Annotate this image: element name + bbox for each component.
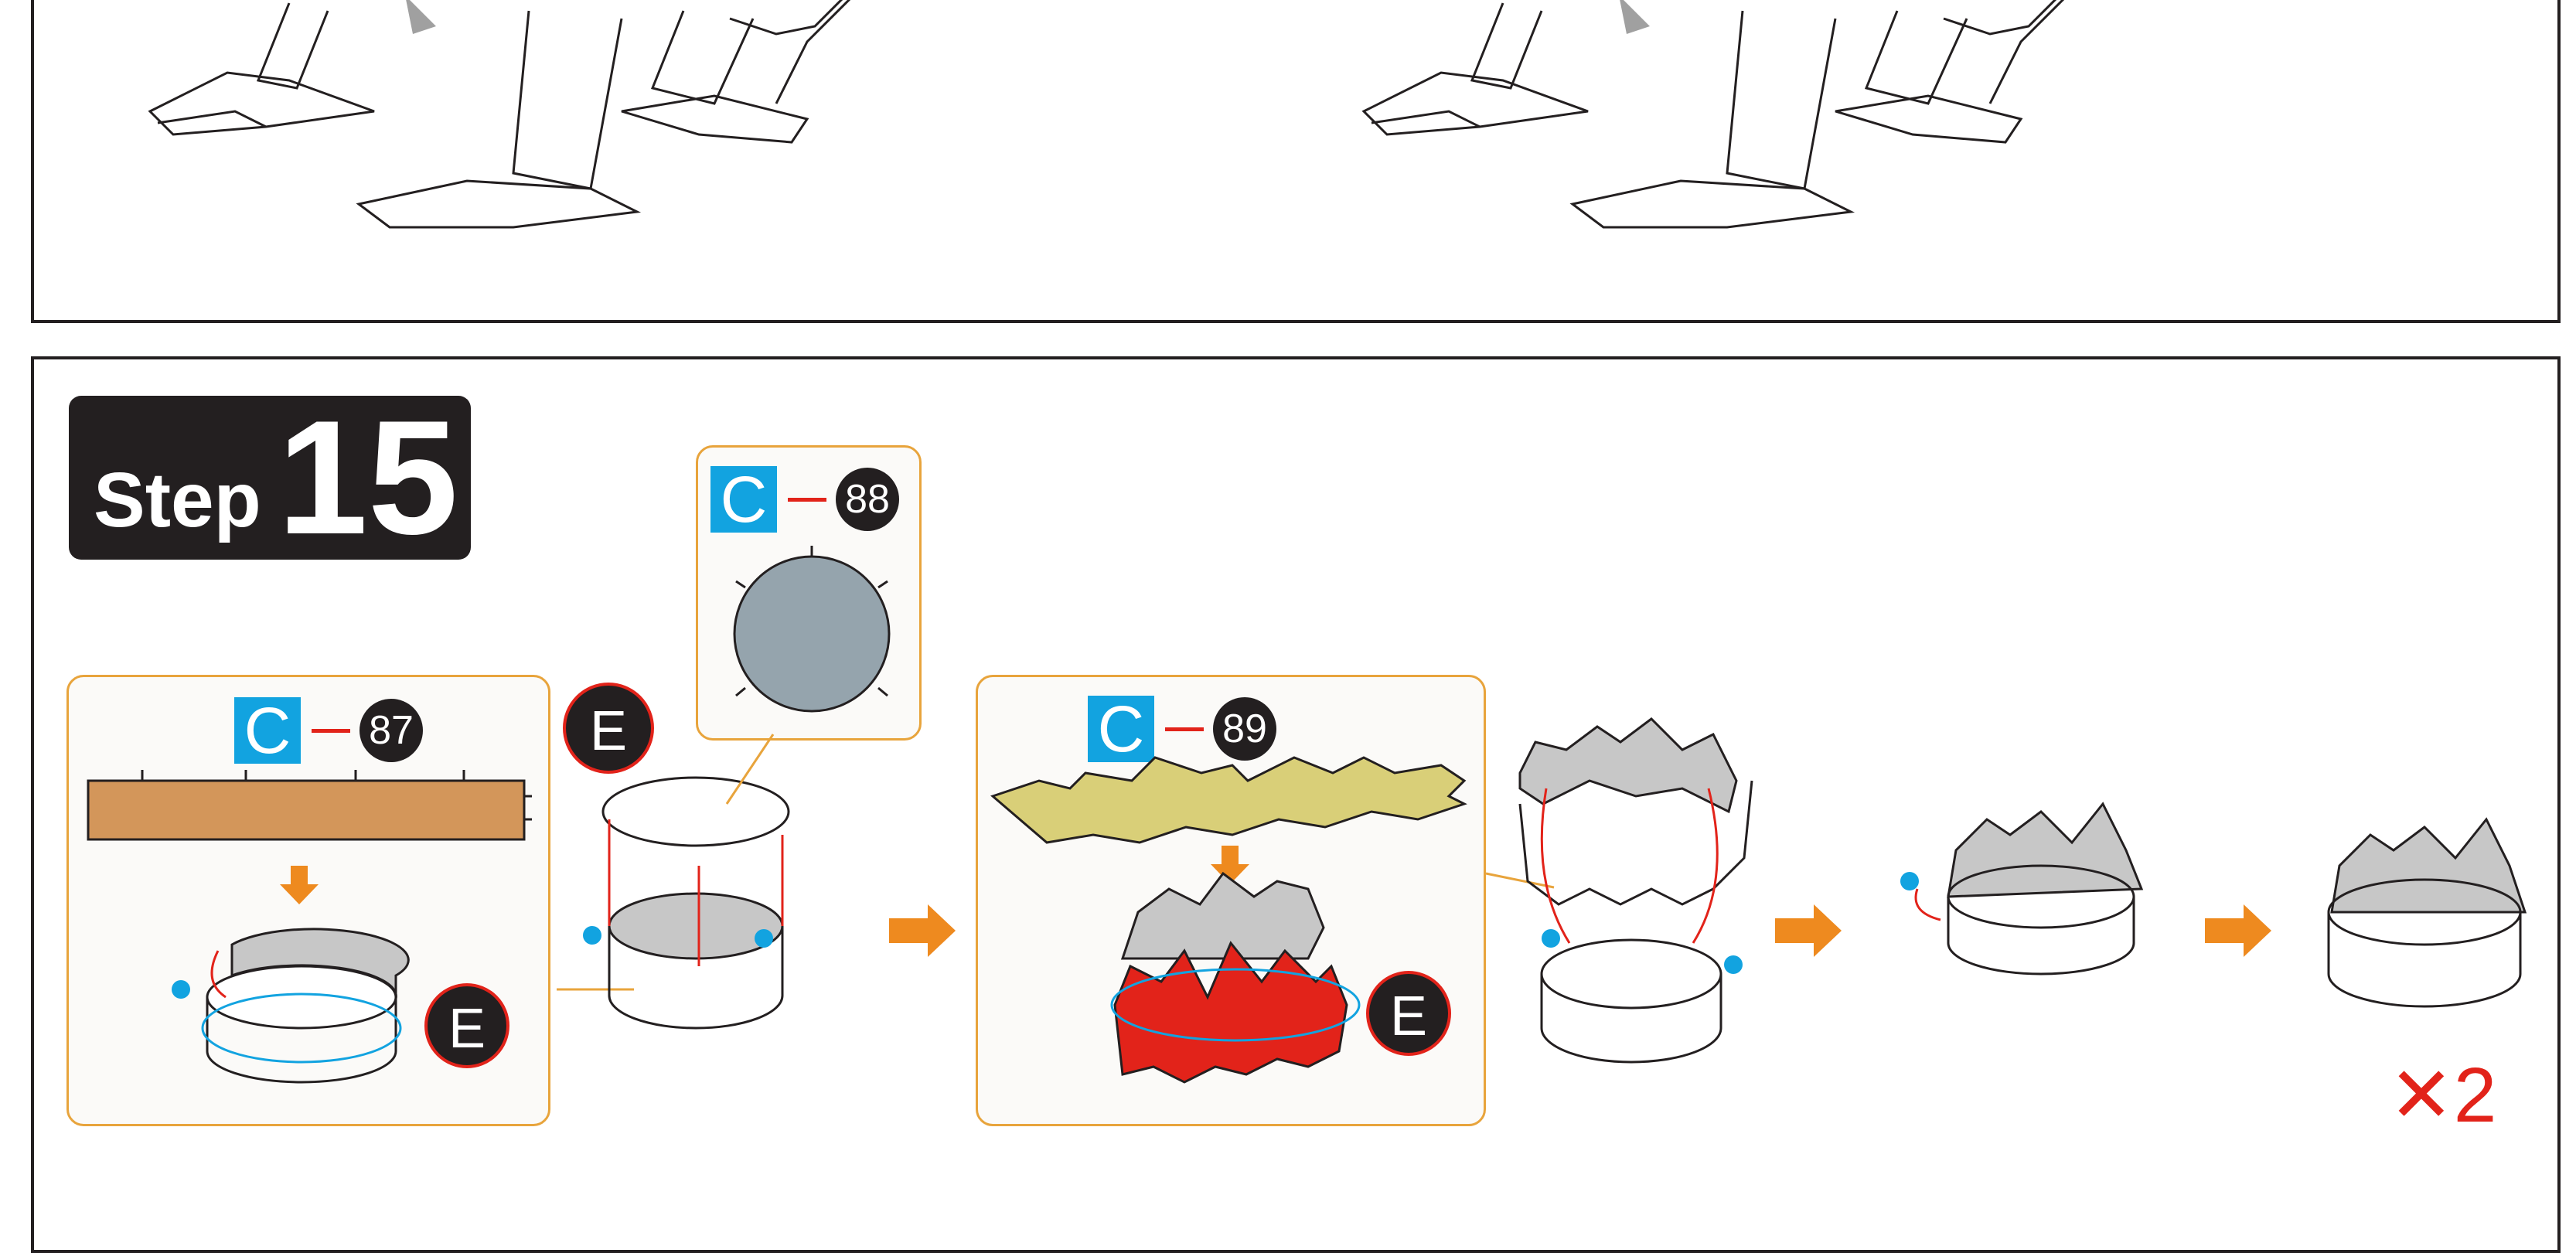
quantity-multiplier: ✕2 — [2389, 1053, 2496, 1138]
next-arrow-3 — [2205, 904, 2271, 957]
down-arrow-1 — [280, 866, 319, 904]
yellow-strip-part — [993, 758, 1464, 843]
grey-disc-part — [734, 546, 889, 711]
ring-part-87 — [203, 929, 408, 1082]
wood-strip-part — [88, 770, 532, 839]
assembled-crown — [1948, 804, 2142, 974]
crown-over-cylinder — [1520, 719, 1752, 1062]
red-crown-part — [1112, 873, 1359, 1082]
next-arrow-2 — [1775, 904, 1842, 957]
final-crown — [2329, 819, 2525, 1006]
next-arrow-1 — [889, 904, 956, 957]
